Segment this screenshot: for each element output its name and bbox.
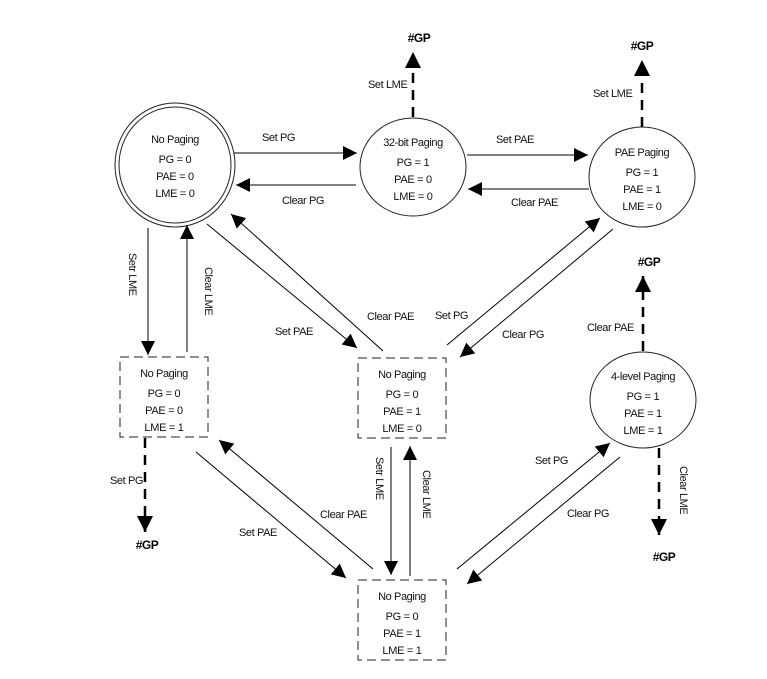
transition-label: Clear PAE <box>320 509 367 521</box>
transition-s3-to-s2: Clear PAE <box>468 182 589 209</box>
state-flag-pae: PAE = 1 <box>624 408 662 420</box>
state-flag-pae: PAE = 1 <box>383 628 421 640</box>
state-flag-pae: PAE = 0 <box>394 174 432 186</box>
state-flag-lme: LME = 0 <box>393 191 432 203</box>
transition-s4-to-s1: Clear LME <box>180 225 214 352</box>
arrow-line <box>230 213 384 352</box>
transition-label: Clear PG <box>502 329 544 341</box>
transition-label: Clear LME <box>420 470 432 518</box>
transition-label: Set PG <box>435 310 468 322</box>
state-title: No Paging <box>378 369 426 381</box>
state-no-paging-pae: No Paging PG = 0 PAE = 1 LME = 0 <box>357 357 447 439</box>
fault-s4-set-pg: Set PG #GP <box>110 438 159 552</box>
state-flag-lme: LME = 1 <box>623 425 662 437</box>
state-title: PAE Paging <box>615 147 670 159</box>
state-flag-pg: PG = 0 <box>159 154 192 166</box>
transition-s6-to-s7: Clear PG <box>466 456 621 585</box>
transition-s1-to-s4: Setr LME <box>126 228 155 355</box>
arrow-line <box>459 228 614 358</box>
gp-fault-label: #GP <box>136 538 159 552</box>
transition-s7-to-s4: Clear PAE <box>218 439 374 570</box>
transition-label: Set PAE <box>496 134 534 146</box>
transition-s1-to-s5: Set PAE <box>206 223 358 349</box>
fault-label: Set LME <box>368 79 407 91</box>
state-title: No Paging <box>151 134 199 146</box>
state-title: 32-bit Paging <box>383 137 443 149</box>
state-title: No Paging <box>140 368 188 380</box>
transition-s3-to-s5: Clear PG <box>459 228 614 358</box>
state-no-paging-lme: No Paging PG = 0 PAE = 0 LME = 1 <box>119 356 209 438</box>
transition-label: Setr LME <box>373 457 385 500</box>
state-flag-lme: LME = 0 <box>622 201 661 213</box>
transition-label: Clear PG <box>282 195 324 207</box>
transition-s5-to-s1: Clear PAE <box>230 213 414 352</box>
state-flag-lme: LME = 1 <box>382 645 421 657</box>
state-no-paging-initial: No Paging PG = 0 PAE = 0 LME = 0 <box>114 102 236 228</box>
state-flag-lme: LME = 1 <box>144 422 183 434</box>
gp-fault-label: #GP <box>631 39 654 53</box>
gp-fault-label: #GP <box>653 550 676 564</box>
state-flag-lme: LME = 0 <box>155 188 194 200</box>
arrow-line <box>466 456 621 585</box>
transition-label: Set PAE <box>275 326 313 338</box>
state-no-paging-pae-lme: No Paging PG = 0 PAE = 1 LME = 1 <box>357 579 447 661</box>
transition-label: Set PG <box>262 132 295 144</box>
state-flag-pg: PG = 1 <box>626 167 659 179</box>
state-32bit-paging: 32-bit Paging PG = 1 PAE = 0 LME = 0 <box>359 117 467 217</box>
state-flag-pg: PG = 0 <box>386 611 419 623</box>
gp-fault-label: #GP <box>638 255 661 269</box>
state-title: 4-level Paging <box>611 371 675 383</box>
state-flag-pg: PG = 1 <box>397 157 430 169</box>
transition-label: Set PAE <box>239 527 277 539</box>
state-flag-pg: PG = 0 <box>148 388 181 400</box>
transition-label: Clear LME <box>202 267 214 315</box>
arrow-line <box>446 217 601 346</box>
transition-s1-to-s2: Set PG <box>234 132 357 160</box>
arrow-line <box>206 223 358 349</box>
transition-s7-to-s5: Clear LME <box>403 446 432 576</box>
transition-s5-to-s3: Set PG <box>435 217 601 346</box>
arrow-line <box>456 442 611 570</box>
fault-label: Clear LME <box>677 466 689 514</box>
fault-s6-clear-pae: Clear PAE #GP <box>587 255 661 351</box>
state-flag-pg: PG = 0 <box>386 389 419 401</box>
fault-label: Clear PAE <box>587 322 634 334</box>
transition-s7-to-s6: Set PG <box>456 442 611 570</box>
fault-s6-clear-lme: Clear LME #GP <box>651 448 689 564</box>
fault-s2-set-lme: Set LME #GP <box>368 31 431 117</box>
state-4level-paging: 4-level Paging PG = 1 PAE = 1 LME = 1 <box>589 351 697 449</box>
state-flag-pae: PAE = 0 <box>145 405 183 417</box>
arrow-line <box>218 439 374 570</box>
transition-s5-to-s7: Setr LME <box>373 447 398 575</box>
arrow-line <box>195 451 347 579</box>
transition-s4-to-s7: Set PAE <box>195 451 347 579</box>
transition-label: Clear PG <box>567 508 609 520</box>
state-flag-pg: PG = 1 <box>627 391 660 403</box>
fault-label: Set PG <box>110 475 143 487</box>
state-title: No Paging <box>378 591 426 603</box>
transition-label: Setr LME <box>126 253 138 296</box>
transition-label: Clear PAE <box>511 197 558 209</box>
fault-label: Set LME <box>593 88 632 100</box>
state-flag-pae: PAE = 1 <box>383 406 421 418</box>
gp-fault-label: #GP <box>408 31 431 45</box>
transition-label: Clear PAE <box>367 311 414 323</box>
state-pae-paging: PAE Paging PG = 1 PAE = 1 LME = 0 <box>588 126 696 228</box>
state-flag-pae: PAE = 1 <box>623 184 661 196</box>
fault-s3-set-lme: Set LME #GP <box>593 39 654 127</box>
state-flag-lme: LME = 0 <box>382 423 421 435</box>
transition-s2-to-s1: Clear PG <box>236 178 356 207</box>
state-flag-pae: PAE = 0 <box>156 171 194 183</box>
transition-label: Set PG <box>535 455 568 467</box>
transition-s2-to-s3: Set PAE <box>467 134 588 162</box>
